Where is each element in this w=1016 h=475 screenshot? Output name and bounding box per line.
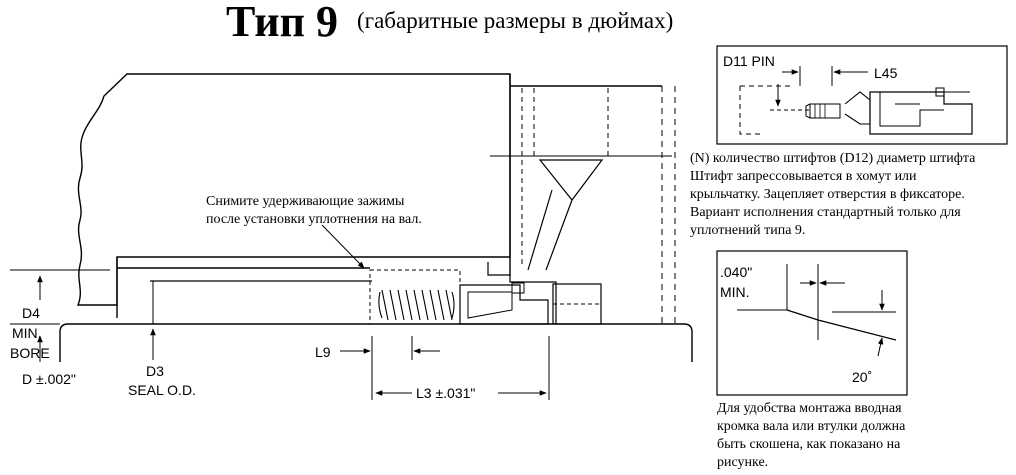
- chamfer-label-min: MIN.: [720, 284, 750, 300]
- callout-line-1: Снимите удерживающие зажимы: [206, 194, 405, 209]
- pin-detail: [716, 45, 1008, 145]
- chamfer-note-line-4: рисунке.: [717, 455, 768, 470]
- chamfer-note-line-1: Для удобства монтажа вводная: [717, 401, 902, 416]
- chamfer-note-line-3: быть скошена, как показано на: [717, 437, 901, 452]
- label-d-tolerance: D ±.002": [22, 371, 76, 387]
- chamfer-label-dim: .040": [720, 264, 752, 280]
- label-d3: D3: [146, 363, 164, 379]
- label-min: MIN.: [12, 325, 42, 341]
- callout-line-2: после установки уплотнения на вал.: [206, 212, 422, 227]
- shaft-outline: [59, 323, 693, 362]
- spring: [378, 289, 455, 321]
- pin-note-line-3: крыльчатку. Зацепляет отверстия в фиксат…: [690, 187, 965, 202]
- label-d4: D4: [22, 305, 40, 321]
- title-sub: (габаритные размеры в дюймах): [357, 8, 673, 33]
- pin-label-l45: L45: [874, 65, 898, 81]
- pin-note-line-5: уплотнений типа 9.: [690, 223, 805, 238]
- chamfer-detail: [716, 250, 908, 396]
- housing-block: [76, 73, 511, 306]
- pin-note-line-1: (N) количество штифтов (D12) диаметр шти…: [690, 151, 976, 166]
- pin-label-d11: D11 PIN: [723, 53, 775, 69]
- pin-note-line-4: Вариант исполнения стандартный только дл…: [690, 205, 961, 220]
- chamfer-note-line-2: кромка вала или втулки должна: [717, 419, 906, 434]
- label-bore: BORE: [10, 345, 50, 361]
- main-drawing: [10, 73, 693, 400]
- pin-note-line-2: Штифт запрессовывается в хомут или: [690, 169, 917, 184]
- label-l3: L3 ±.031": [416, 385, 475, 401]
- label-l9: L9: [315, 344, 331, 360]
- label-seal-od: SEAL O.D.: [128, 382, 196, 398]
- title-main: Тип 9: [226, 0, 338, 46]
- chamfer-label-angle: 20˚: [852, 369, 872, 385]
